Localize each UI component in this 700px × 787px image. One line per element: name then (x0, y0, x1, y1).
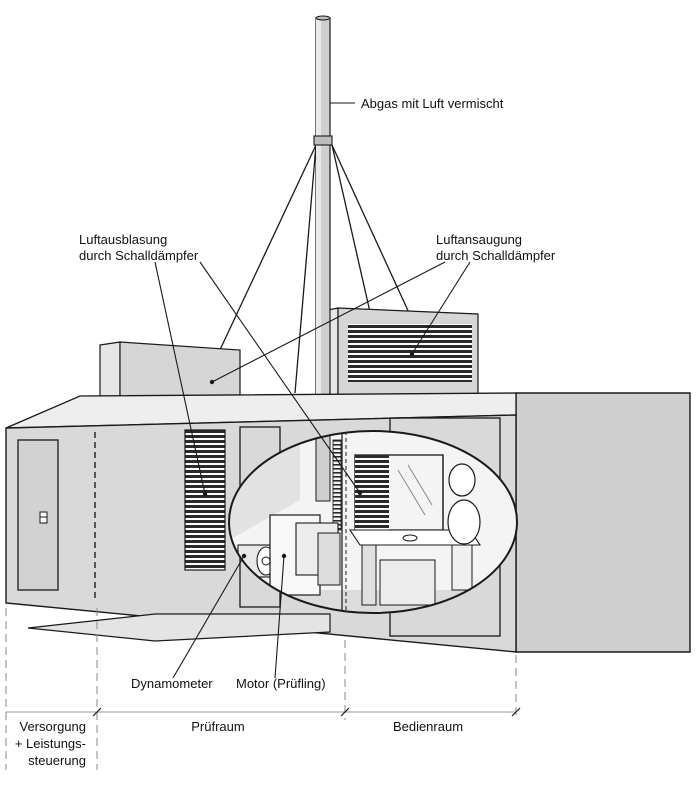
leader-dots (202, 351, 415, 559)
intake-label-line1: Luftansaugung (436, 232, 522, 247)
control-window (354, 454, 444, 531)
zone-dimension-lines (5, 608, 517, 770)
intake-roof-box (317, 307, 479, 405)
zone-ticks (92, 707, 521, 717)
operator-desk (348, 529, 482, 606)
supply-door (17, 439, 59, 591)
exhaust-label: Abgas mit Luft vermischt (361, 96, 504, 111)
container-side-face (515, 392, 691, 653)
intake-louver (348, 324, 472, 382)
ramp (27, 613, 331, 642)
outlet-label-line2: durch Schalldämpfer (79, 248, 199, 263)
outlet-louver (184, 429, 226, 571)
zone-supply-line1: Versorgung (20, 719, 87, 734)
engine-shape (269, 514, 341, 596)
zone-supply-line2: + Leistungs- (15, 736, 86, 751)
zone-supply-line3: steuerung (28, 753, 86, 768)
zone-control-room: Bedienraum (393, 719, 463, 734)
dynamometer-label: Dynamometer (131, 676, 213, 691)
intake-label-line2: durch Schalldämpfer (436, 248, 556, 263)
exhaust-stack (313, 15, 333, 407)
motor-label: Motor (Prüfling) (236, 676, 326, 691)
operator-figure (447, 463, 481, 591)
leader-lines (154, 102, 471, 679)
zone-test-room: Prüfraum (191, 719, 244, 734)
cutaway-view (228, 430, 518, 614)
outlet-label-line1: Luftausblasung (79, 232, 167, 247)
